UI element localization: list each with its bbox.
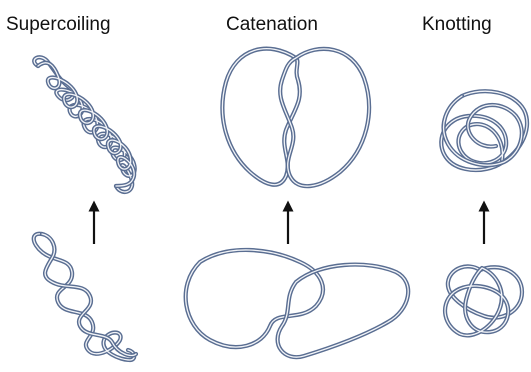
- catenane-bottom: [186, 250, 409, 357]
- catenane-top: [222, 49, 369, 187]
- supercoiled-dna-bottom: [34, 234, 136, 360]
- knot-top: [441, 91, 527, 170]
- knot-bottom: [445, 266, 522, 335]
- strand-core: [34, 234, 135, 360]
- dna-strand: [445, 268, 508, 335]
- dna-strand: [186, 250, 323, 347]
- dna-strand: [448, 266, 522, 317]
- supercoiled-dna-top: [34, 57, 135, 192]
